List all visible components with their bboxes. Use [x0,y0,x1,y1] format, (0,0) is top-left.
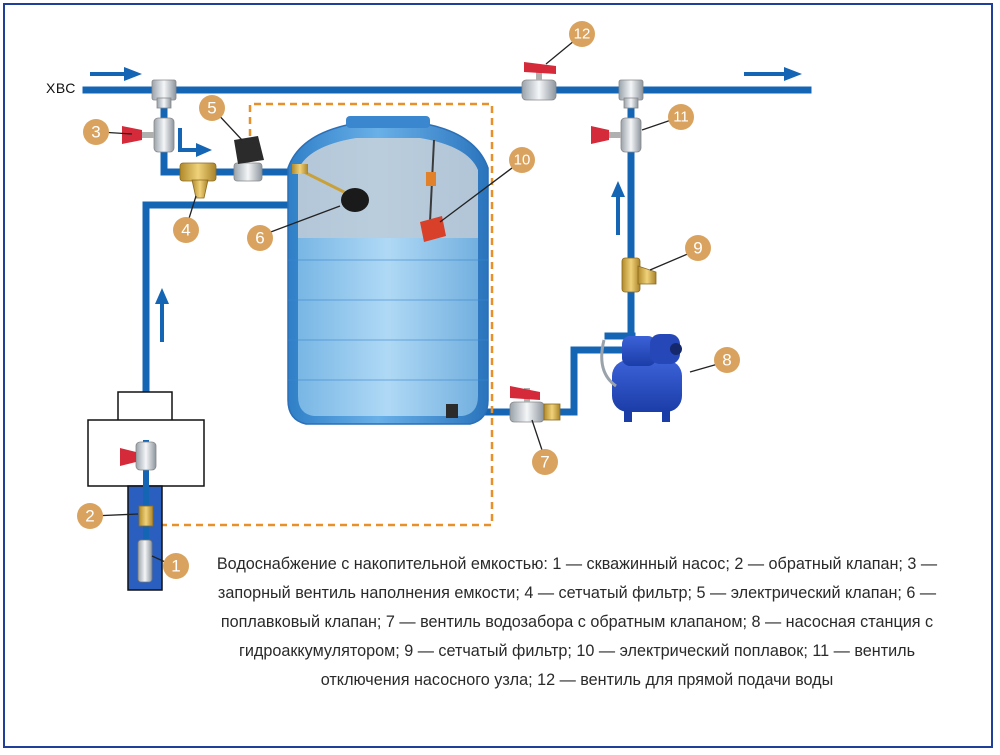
flow-arrow-inlet [90,67,142,81]
callout-8: 8 [714,347,740,373]
tank-outlet-fitting [446,404,458,418]
diagram-caption: Водоснабжение с накопительной емкостью: … [216,555,938,689]
flow-arrows [90,67,802,342]
svg-text:2: 2 [85,507,94,526]
svg-text:6: 6 [255,229,264,248]
ball-valve-7 [509,386,561,423]
tank-air-space [298,138,478,238]
flow-arrow-well-riser [155,288,169,342]
svg-text:5: 5 [207,99,216,118]
flow-arrow-fill-branch [178,128,212,157]
svg-text:12: 12 [574,26,591,43]
solenoid-valve-5 [233,136,264,182]
storage-tank [287,116,489,425]
svg-text:11: 11 [673,109,689,126]
y-strainer-4 [179,162,217,199]
electric-float-icon [420,216,446,242]
well [87,391,205,591]
check-valve-2 [138,505,154,527]
callout-2: 2 [77,503,103,529]
float-ball-icon [341,188,369,212]
inlet-label: ХВС [46,80,76,96]
callout-6: 6 [247,225,273,251]
electric-float-weight [426,172,436,186]
callout-5: 5 [199,95,225,121]
callout-7: 7 [532,449,558,475]
svg-text:8: 8 [722,351,731,370]
well-riser-pipe [142,201,304,444]
svg-text:7: 7 [540,453,549,472]
flow-arrow-outlet [744,67,802,81]
callout-12: 12 [569,21,595,47]
float-valve-arm [299,168,351,197]
callout-9: 9 [685,235,711,261]
callout-badges: 1 2 3 4 5 6 7 8 9 10 11 12 [77,21,740,579]
pump-station-8 [600,334,682,422]
callout-4: 4 [173,217,199,243]
callout-1: 1 [163,553,189,579]
svg-text:10: 10 [514,152,531,169]
svg-text:4: 4 [181,221,190,240]
tank-water [298,238,478,416]
control-signal-line [160,102,494,527]
callout-3: 3 [83,119,109,145]
callout-11: 11 [668,104,694,130]
svg-text:3: 3 [91,123,100,142]
ball-valve-12 [521,62,557,101]
ball-valve-well [120,441,157,471]
tee-fitting-right [618,79,644,109]
flow-arrow-return [611,181,625,235]
svg-text:9: 9 [693,239,702,258]
diagram-frame [3,3,993,748]
svg-text:1: 1 [171,557,180,576]
float-valve-body [292,164,308,174]
y-strainer-9 [621,257,657,293]
well-riser-inner [143,440,149,544]
tee-fitting-left [151,79,177,109]
callout-10: 10 [509,147,535,173]
ball-valve-3 [122,117,175,153]
well-cap [117,391,173,423]
borehole-pump-1 [137,539,153,583]
tank-lid [346,116,430,128]
ball-valve-11 [591,117,642,153]
